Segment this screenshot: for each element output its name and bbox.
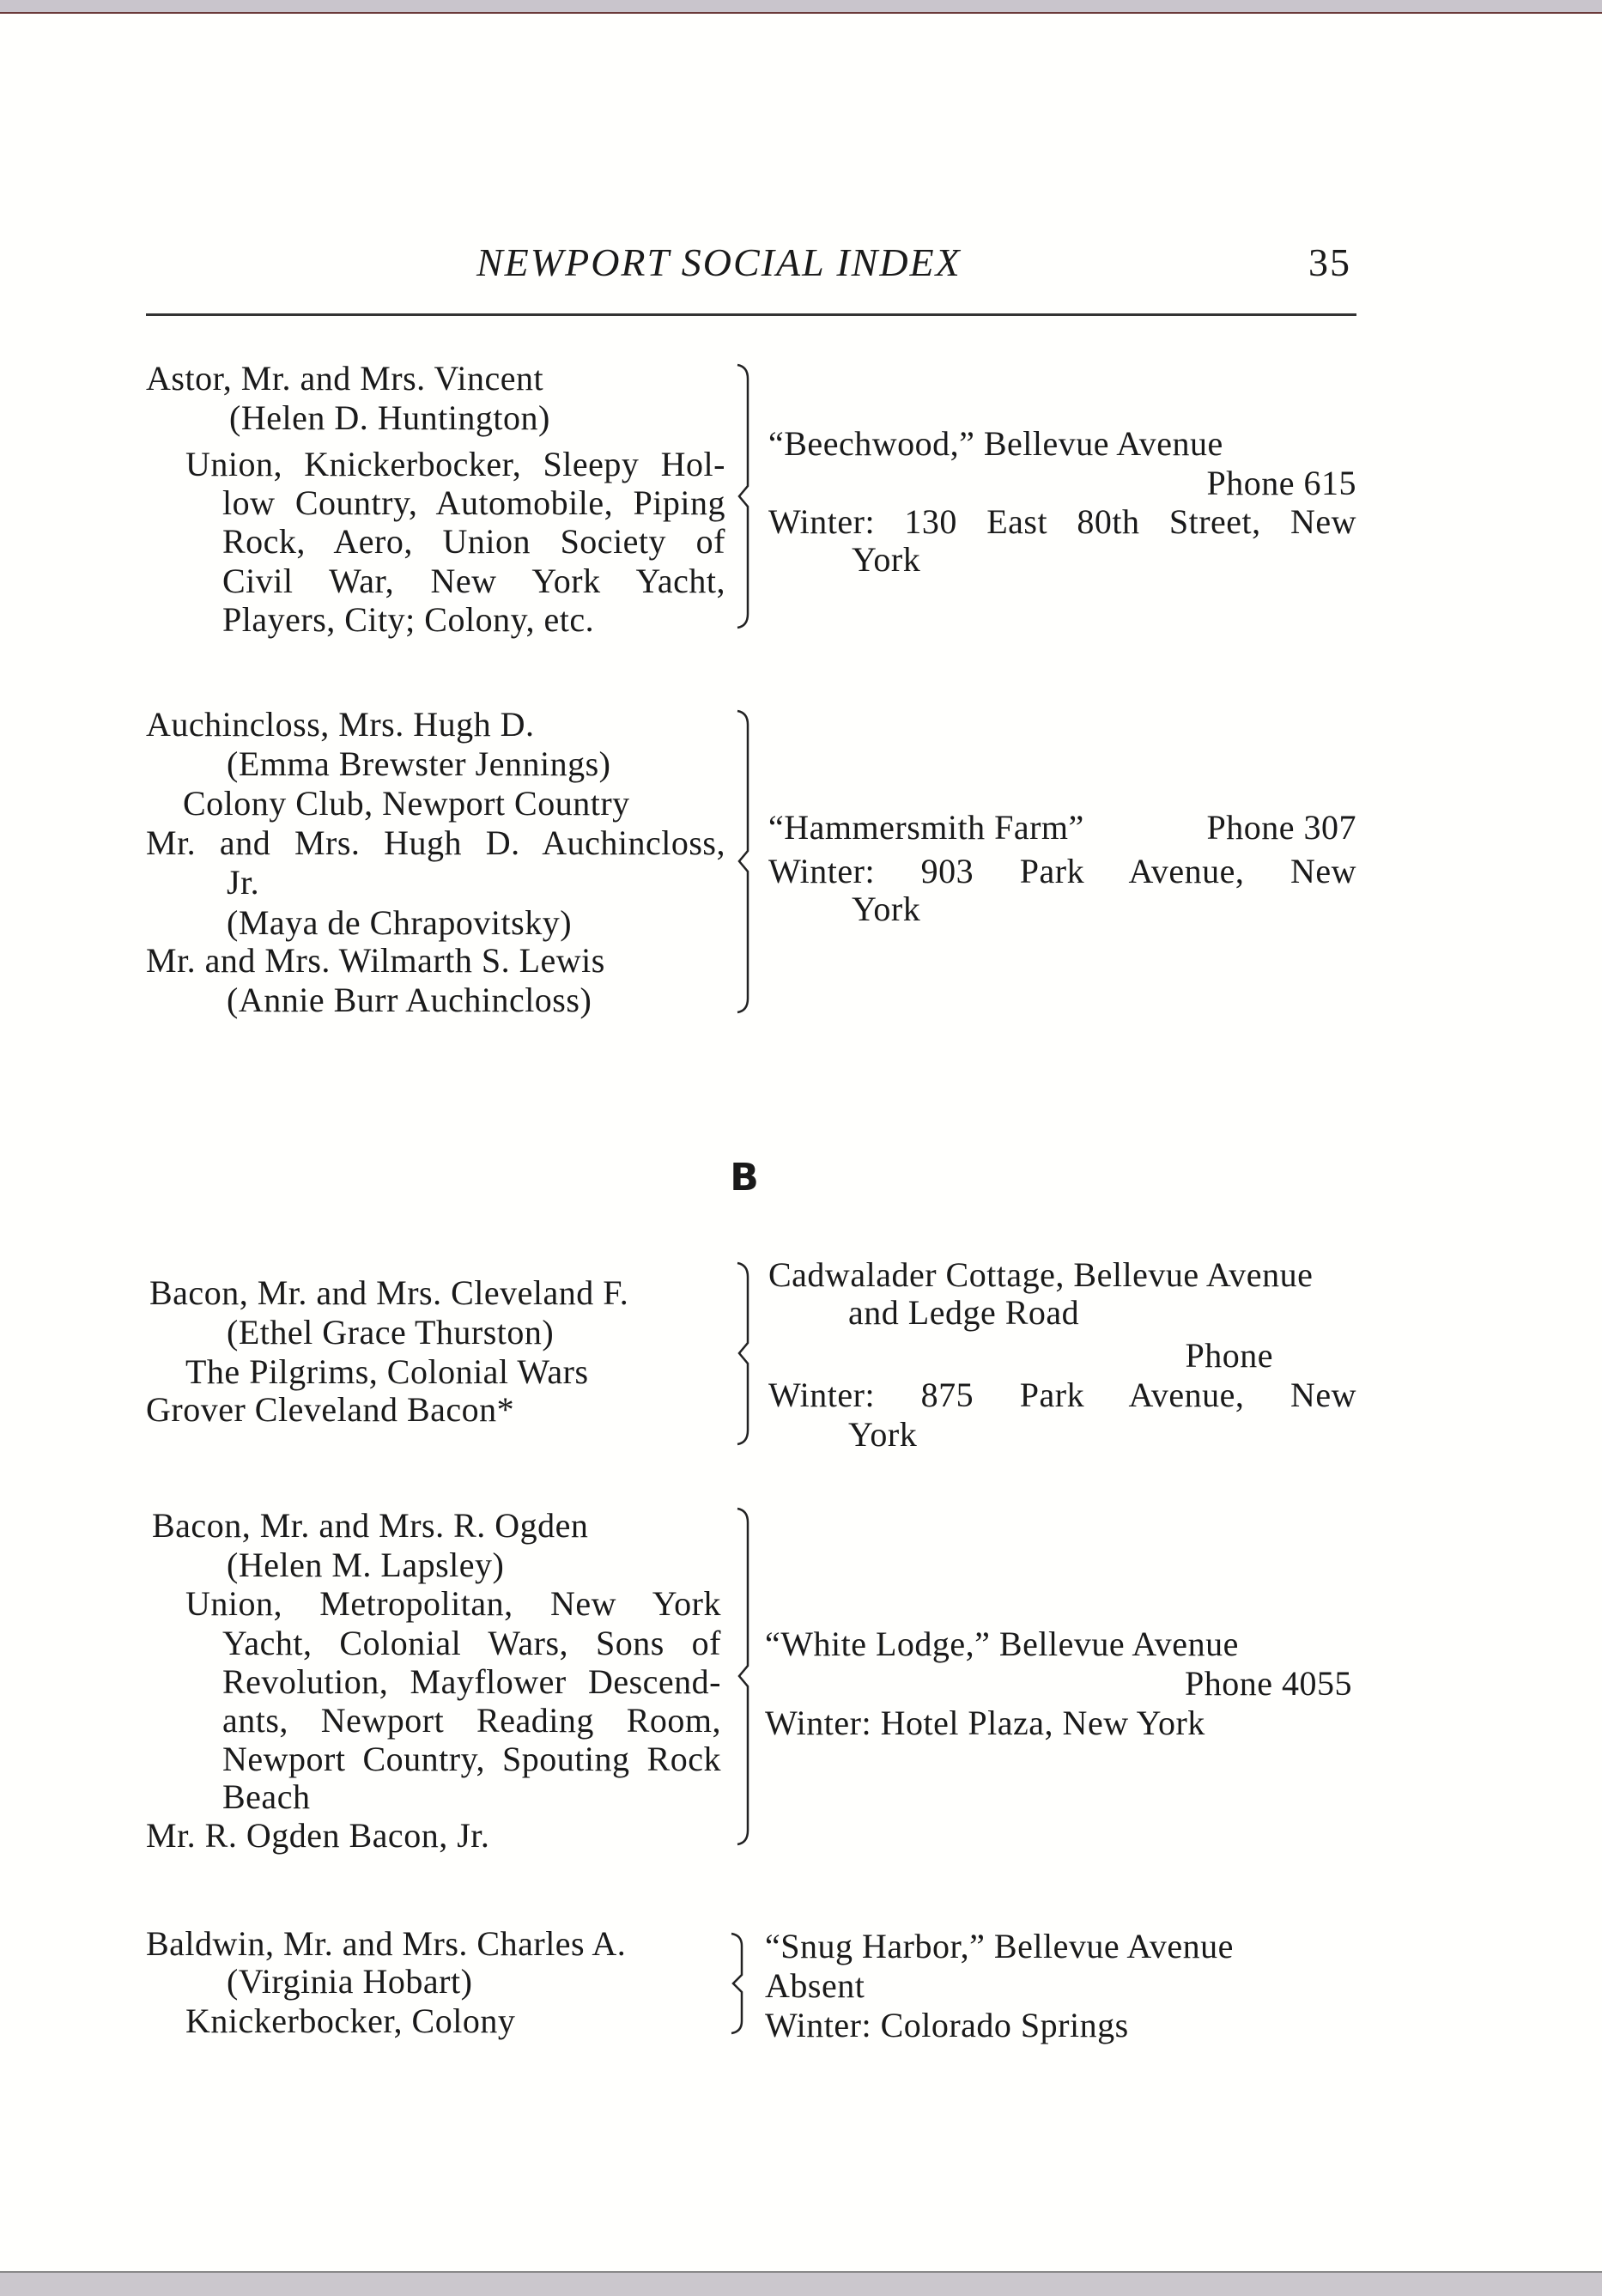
maiden-name: (Helen M. Lapsley) — [227, 1546, 505, 1584]
maiden-name: (Annie Burr Auchincloss) — [227, 981, 592, 1019]
brace-icon — [737, 363, 749, 629]
winter-address: Winter: Hotel Plaza, New York — [765, 1704, 1205, 1742]
winter-address: York — [848, 1415, 918, 1454]
residence: and Ledge Road — [848, 1293, 1080, 1332]
residence: “White Lodge,” Bellevue Avenue — [765, 1625, 1239, 1663]
phone: Phone 307 — [1206, 808, 1356, 847]
winter-address: York — [852, 540, 921, 579]
running-header: NEWPORT SOCIAL INDEX — [476, 240, 962, 284]
clubs: The Pilgrims, Colonial Wars — [185, 1352, 589, 1391]
winter-address: Winter: Colorado Springs — [765, 2006, 1129, 2044]
phone: Phone — [1185, 1336, 1273, 1375]
clubs: Colony Club, Newport Country — [183, 784, 630, 823]
entry-name: Bacon, Mr. and Mrs. Cleveland F. — [149, 1273, 629, 1312]
maiden-name: (Helen D. Huntington) — [229, 398, 550, 437]
residence: Cadwalader Cottage, Bellevue Avenue — [768, 1255, 1314, 1294]
entry-name: Bacon, Mr. and Mrs. R. Ogden — [152, 1506, 589, 1545]
maiden-name: (Maya de Chrapovitsky) — [227, 903, 573, 942]
page-edge-bottom — [0, 2271, 1602, 2296]
maiden-name: (Emma Brewster Jennings) — [227, 744, 611, 783]
clubs: low Country, Automobile, Piping — [222, 483, 725, 522]
page-number: 35 — [1308, 240, 1351, 284]
phone: Phone 4055 — [1185, 1664, 1352, 1703]
family-member: Mr. and Mrs. Hugh D. Auchincloss, — [146, 823, 725, 862]
residence: “Snug Harbor,” Bellevue Avenue — [765, 1927, 1234, 1965]
family-member: Jr. — [227, 863, 260, 902]
family-member: Mr. and Mrs. Wilmarth S. Lewis — [146, 941, 605, 980]
section-letter: B — [730, 1156, 759, 1200]
clubs: Revolution, Mayflower Descend- — [222, 1662, 721, 1701]
maiden-name: (Virginia Hobart) — [227, 1962, 473, 2001]
header-rule — [146, 313, 1356, 316]
status: Absent — [765, 1966, 865, 2005]
clubs: Union, Knickerbocker, Sleepy Hol- — [185, 445, 725, 483]
family-member: Grover Cleveland Bacon* — [146, 1390, 515, 1429]
winter-address: Winter: 875 Park Avenue, New — [768, 1376, 1356, 1414]
clubs: Yacht, Colonial Wars, Sons of — [222, 1624, 721, 1662]
brace-icon — [731, 1932, 743, 2035]
phone: Phone 615 — [1206, 464, 1356, 502]
entry-name: Auchincloss, Mrs. Hugh D. — [146, 705, 535, 744]
winter-address: Winter: 130 East 80th Street, New — [768, 502, 1356, 541]
clubs: Knickerbocker, Colony — [185, 2001, 516, 2040]
brace-icon — [737, 1507, 749, 1846]
brace-icon — [737, 709, 749, 1014]
clubs: ants, Newport Reading Room, — [222, 1701, 721, 1740]
clubs: Union, Metropolitan, New York — [185, 1584, 721, 1623]
family-member: Mr. R. Ogden Bacon, Jr. — [146, 1816, 490, 1855]
maiden-name: (Ethel Grace Thurston) — [227, 1313, 555, 1351]
residence: “Hammersmith Farm” — [768, 808, 1084, 847]
clubs: Civil War, New York Yacht, — [222, 562, 725, 600]
entry-name: Astor, Mr. and Mrs. Vincent — [146, 359, 544, 398]
clubs: Players, City; Colony, etc. — [222, 600, 595, 639]
brace-icon — [737, 1261, 749, 1446]
page-edge-top — [0, 0, 1602, 14]
clubs: Beach — [222, 1777, 311, 1816]
winter-address: York — [852, 890, 921, 928]
clubs: Newport Country, Spouting Rock — [222, 1740, 721, 1778]
entry-name: Baldwin, Mr. and Mrs. Charles A. — [146, 1924, 627, 1963]
winter-address: Winter: 903 Park Avenue, New — [768, 852, 1356, 890]
clubs: Rock, Aero, Union Society of — [222, 522, 725, 561]
residence: “Beechwood,” Bellevue Avenue — [768, 424, 1223, 463]
